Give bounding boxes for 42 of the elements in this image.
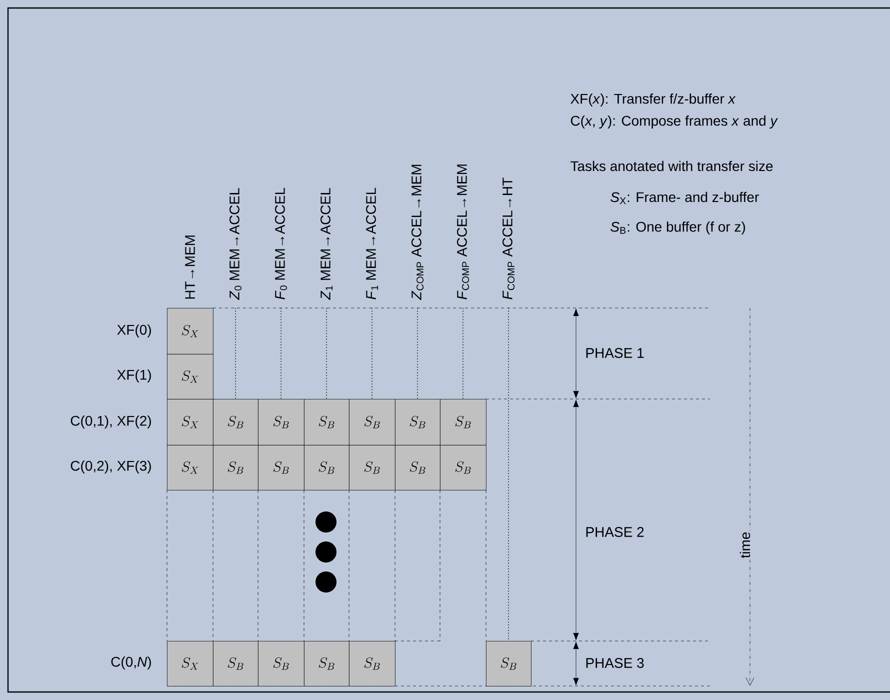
task-cell: $S_B$ bbox=[258, 445, 304, 490]
task-cell: $S_B$ bbox=[213, 641, 258, 686]
column-header: Z$_{1}$ MEM→ACCEL bbox=[320, 188, 332, 300]
row-label: C(0,N) bbox=[111, 656, 151, 670]
legend-text: S$_{X}$: Frame- and z-buffer bbox=[610, 192, 759, 204]
row-label: XF(0) bbox=[117, 324, 151, 338]
task-cell: $S_B$ bbox=[258, 641, 304, 686]
task-cell: $S_B$ bbox=[304, 399, 350, 446]
task-cell: $S_B$ bbox=[440, 399, 486, 446]
phase-label: PHASE 1 bbox=[586, 348, 644, 358]
task-cell: $S_X$ bbox=[167, 445, 214, 490]
column-header: F$_{1}$ MEM→ACCEL bbox=[366, 188, 378, 300]
task-cell: $S_X$ bbox=[167, 354, 214, 400]
task-cell: $S_B$ bbox=[349, 445, 396, 490]
task-cell: $S_B$ bbox=[395, 445, 440, 490]
task-cell: $S_X$ bbox=[167, 399, 214, 446]
task-cell: $S_B$ bbox=[258, 399, 304, 446]
task-cell: $S_B$ bbox=[440, 445, 486, 490]
task-cell: $S_B$ bbox=[304, 641, 350, 686]
task-cell: $S_B$ bbox=[349, 641, 396, 686]
task-cell: $S_B$ bbox=[213, 399, 258, 446]
legend-text: C(x, y): Compose frames x and y bbox=[570, 115, 778, 129]
column-header: Z$_{COMP}$ ACCEL→MEM bbox=[411, 164, 424, 300]
phase-label: PHASE 2 bbox=[586, 527, 644, 537]
column-header: Z$_{0}$ MEM→ACCEL bbox=[229, 188, 242, 300]
row-label: C(0,1), XF(2) bbox=[70, 415, 151, 429]
task-cell: $S_X$ bbox=[167, 641, 214, 686]
task-cell: $S_B$ bbox=[395, 399, 440, 446]
task-cell: $S_B$ bbox=[304, 445, 350, 490]
column-header: F$_{COMP}$ ACCEL→MEM bbox=[456, 164, 470, 300]
row-label: C(0,2), XF(3) bbox=[70, 460, 151, 474]
phase-label: PHASE 3 bbox=[586, 658, 644, 668]
legend-text: Tasks anotated with transfer size bbox=[570, 160, 773, 172]
row-label: XF(1) bbox=[117, 369, 151, 383]
legend-text: XF(x): Transfer f/z-buffer x bbox=[570, 93, 736, 107]
task-cell: $S_B$ bbox=[349, 399, 396, 446]
task-cell: $S_B$ bbox=[213, 445, 258, 490]
column-header: F$_{0}$ MEM→ACCEL bbox=[274, 188, 288, 300]
column-header: F$_{COMP}$ ACCEL→HT bbox=[502, 178, 515, 300]
legend-text: S$_{B}$: One buffer (f or z) bbox=[610, 221, 745, 235]
task-cell: $S_X$ bbox=[167, 308, 214, 354]
task-cell: $S_B$ bbox=[486, 641, 532, 686]
